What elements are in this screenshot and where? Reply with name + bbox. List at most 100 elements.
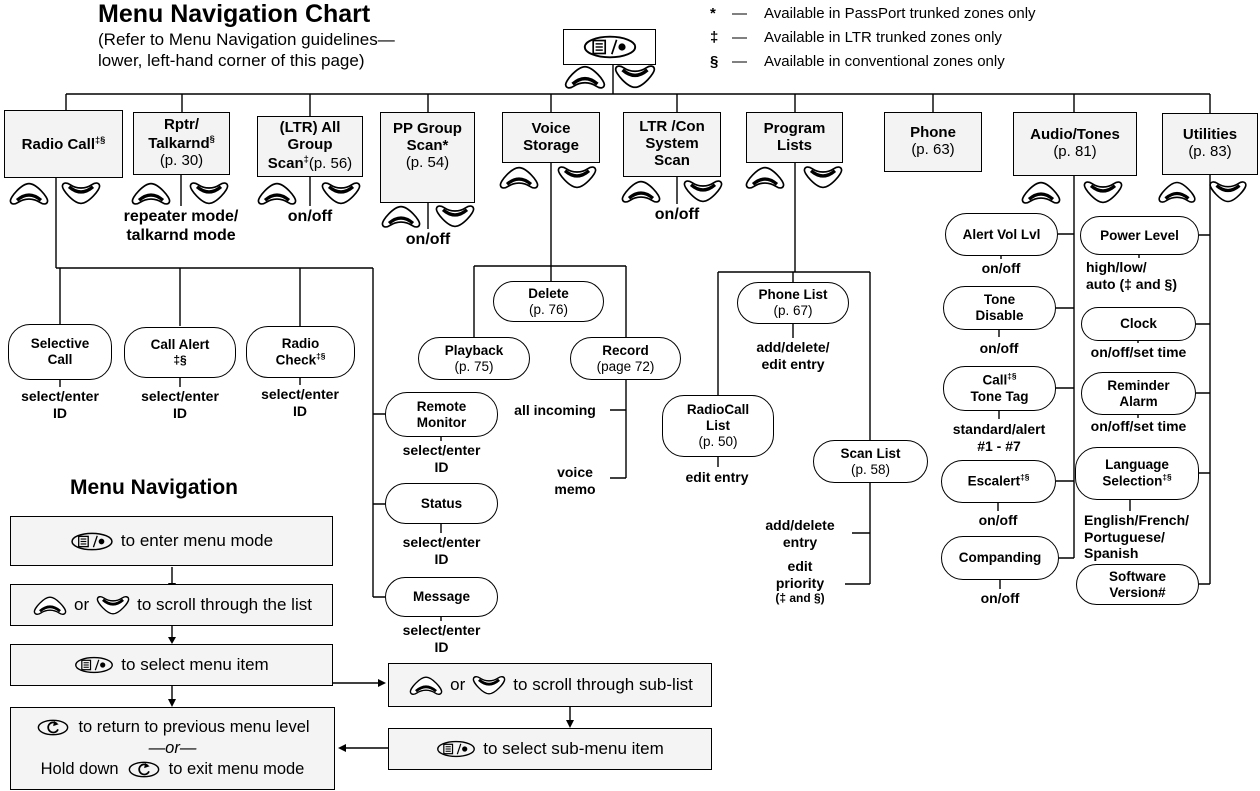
pp-group-action-label: on/off xyxy=(405,231,451,248)
menu-box-voice-storage: Voice Storage xyxy=(502,112,600,163)
guide-step-text: to scroll through sub-list xyxy=(513,675,693,694)
node-radio-check: Radio Check‡§ xyxy=(246,326,355,378)
menu-box-radio-call: Radio Call‡§ xyxy=(4,110,123,178)
scroll-down-icon xyxy=(470,675,508,696)
guide-step-text: to scroll through the list xyxy=(137,595,312,614)
node-clock: Clock xyxy=(1081,307,1196,341)
guide-step-text: to select sub-menu item xyxy=(483,739,664,758)
legend-item: * — Available in PassPort trunked zones … xyxy=(710,5,1036,22)
scroll-down-icon xyxy=(432,204,478,229)
scroll-up-icon xyxy=(618,179,664,204)
menu-select-icon xyxy=(74,656,114,674)
node-escalert: Escalert‡§ xyxy=(941,460,1056,503)
menu-select-icon xyxy=(582,35,638,59)
guide-step-select-item: to select menu item xyxy=(10,644,333,686)
node-alert-vol-lvl: Alert Vol Lvl xyxy=(945,213,1058,256)
rptr-action-label: repeater mode/talkarnd mode xyxy=(123,208,239,244)
scroll-up-icon xyxy=(407,675,445,696)
menu-box-phone: Phone (p. 63) xyxy=(884,112,982,172)
legend-symbol: ‡ xyxy=(710,29,719,46)
scroll-down-icon xyxy=(318,181,364,206)
scroll-down-icon xyxy=(186,181,232,206)
node-message: Message xyxy=(385,577,498,617)
legend-text: Available in conventional zones only xyxy=(764,53,1005,70)
scroll-up-icon xyxy=(128,181,174,206)
legend-item: § — Available in conventional zones only xyxy=(710,53,1005,70)
menu-box-ltr-con-system-scan: LTR /Con System Scan xyxy=(623,112,721,177)
node-companding: Companding xyxy=(941,536,1059,580)
page-title: Menu Navigation Chart xyxy=(98,0,371,28)
radiocall-list-action-label: edit entry xyxy=(685,469,749,485)
back-icon xyxy=(35,719,71,736)
legend-dash: — xyxy=(732,53,747,70)
scroll-down-icon xyxy=(1206,180,1250,204)
node-status: Status xyxy=(385,483,498,524)
scroll-up-icon xyxy=(1018,180,1064,205)
tone-disable-action-label: on/off xyxy=(979,340,1019,356)
menu-box-pp-group-scan: PP Group Scan* (p. 54) xyxy=(380,112,475,203)
call-tone-tag-action-label: standard/alert#1 - #7 xyxy=(952,421,1046,454)
guide-step-text: to return to previous menu level xyxy=(78,718,310,736)
menu-box-program-lists: Program Lists xyxy=(746,112,843,163)
reminder-alarm-action-label: on/off/set time xyxy=(1090,418,1187,434)
phone-list-action-label: add/delete/edit entry xyxy=(756,339,830,372)
node-delete: Delete(p. 76) xyxy=(493,281,604,322)
guide-step-text: Hold down xyxy=(40,760,119,778)
node-scan-list: Scan List(p. 58) xyxy=(813,440,928,483)
back-icon xyxy=(126,761,162,778)
page-subtitle-line2: lower, left-hand corner of this page) xyxy=(98,51,365,70)
legend-dash: — xyxy=(732,5,747,22)
scroll-up-icon xyxy=(31,595,69,616)
scroll-up-icon xyxy=(6,181,52,206)
menu-box-audio-tones: Audio/Tones (p. 81) xyxy=(1013,112,1137,176)
menu-key xyxy=(563,29,656,65)
scroll-up-icon xyxy=(378,204,424,229)
page-subtitle-line1: (Refer to Menu Navigation guidelines— xyxy=(98,30,395,49)
guide-step-select-submenu: to select sub-menu item xyxy=(388,728,712,770)
scroll-up-icon xyxy=(562,64,608,90)
scroll-down-icon xyxy=(94,595,132,616)
menu-box-utilities: Utilities (p. 83) xyxy=(1162,113,1258,175)
guide-step-return-exit: to return to previous menu level —or— Ho… xyxy=(10,707,335,790)
scroll-down-icon xyxy=(554,165,600,190)
node-call-alert: Call Alert‡§ xyxy=(124,327,236,378)
node-language-selection: Language Selection‡§ xyxy=(1075,447,1199,500)
guide-step-enter-menu: to enter menu mode xyxy=(10,516,333,566)
menu-select-icon xyxy=(70,532,114,551)
scroll-down-icon xyxy=(1080,180,1126,205)
ltr-con-action-label: on/off xyxy=(654,206,700,223)
node-playback: Playback(p. 75) xyxy=(418,337,530,380)
node-call-tone-tag: Call‡§ Tone Tag xyxy=(943,366,1056,411)
clock-action-label: on/off/set time xyxy=(1090,344,1187,360)
scroll-down-icon xyxy=(612,64,658,90)
ltr-all-action-label: on/off xyxy=(287,208,333,225)
guide-step-scroll-list: or to scroll through the list xyxy=(10,584,333,626)
escalert-action-label: on/off xyxy=(978,512,1018,528)
scroll-up-icon xyxy=(254,181,300,206)
guide-step-text: to select menu item xyxy=(121,655,269,674)
scroll-up-icon xyxy=(496,165,542,190)
scroll-down-icon xyxy=(680,179,726,204)
scroll-up-icon xyxy=(742,165,788,190)
legend-symbol: § xyxy=(710,53,719,70)
guide-step-text: or xyxy=(450,675,466,694)
language-action-label: English/French/Portuguese/Spanish xyxy=(1084,512,1190,562)
menu-select-icon xyxy=(436,740,476,758)
node-phone-list: Phone List(p. 67) xyxy=(737,282,849,324)
menu-box-rptr-talkarnd: Rptr/ Talkarnd§ (p. 30) xyxy=(133,112,230,175)
guide-step-scroll-sublist: or to scroll through sub-list xyxy=(388,663,712,707)
guide-heading: Menu Navigation xyxy=(70,476,239,499)
guide-step-text: to exit menu mode xyxy=(168,760,305,778)
